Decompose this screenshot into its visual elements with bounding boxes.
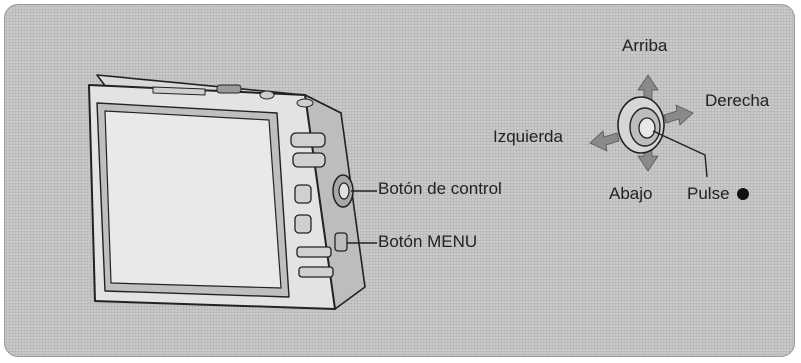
illustration-panel: Botón de control Botón MENU Arriba Derec… <box>4 4 795 357</box>
press-label: Pulse <box>687 184 750 203</box>
control-button-detail <box>589 74 708 178</box>
direction-down-label: Abajo <box>609 184 653 203</box>
camera-illustration <box>88 74 366 310</box>
arrow-right-icon <box>663 104 694 126</box>
press-dot-icon <box>737 188 750 200</box>
arrow-left-icon <box>589 130 620 152</box>
direction-left-label: Izquierda <box>493 127 563 146</box>
press-leader <box>652 130 708 178</box>
press-label-text: Pulse <box>687 184 730 203</box>
control-button-label: Botón de control <box>378 179 502 198</box>
direction-right-label: Derecha <box>705 91 770 110</box>
menu-button-label: Botón MENU <box>378 232 478 251</box>
diagram-canvas <box>88 74 708 310</box>
direction-up-label: Arriba <box>622 36 668 55</box>
